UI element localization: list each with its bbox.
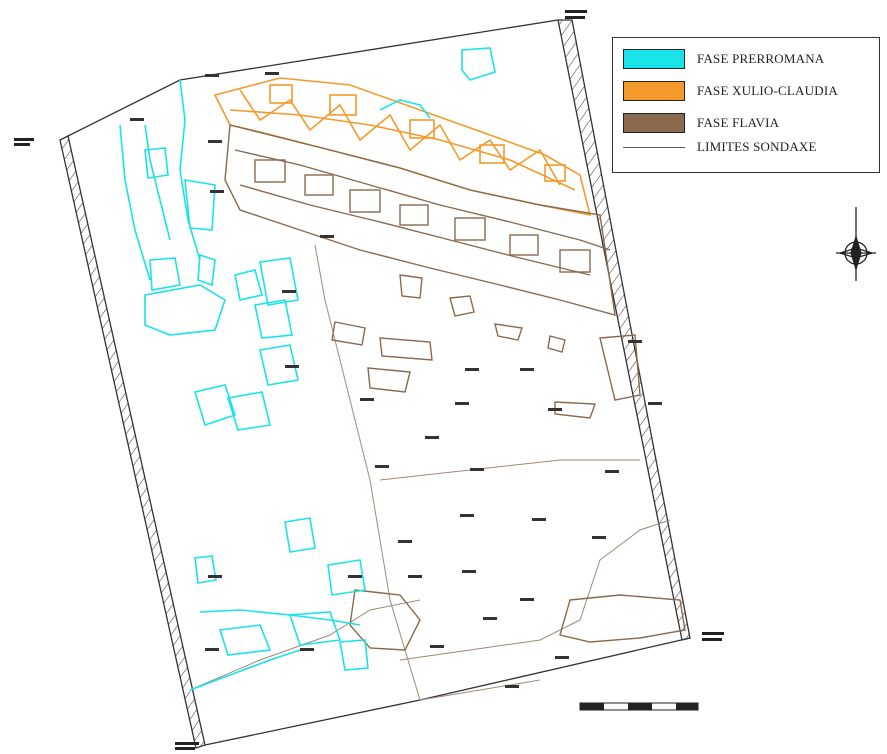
scale-bar [579,702,699,711]
trench-limits [189,244,671,701]
legend-label: FASE FLAVIA [697,115,780,130]
legend-label: FASE PRERROMANA [697,51,825,66]
compass-label: N [851,246,859,258]
legend-swatch-prerromana [623,49,685,69]
legend-label: FASE XULIO-CLAUDIA [697,83,838,98]
fase-flavia-structures [224,124,686,651]
legend-item-xulio-claudia: FASE XULIO-CLAUDIA [623,80,838,102]
map-legend: FASE PRERROMANA FASE XULIO-CLAUDIA FASE … [612,37,880,173]
legend-item-limites: LIMITES SONDAXE [623,136,817,158]
legend-swatch-flavia [623,113,685,133]
legend-swatch-xulio-claudia [623,81,685,101]
survey-points [130,72,662,688]
site-boundary [59,19,691,749]
legend-line-limites [623,146,685,148]
legend-item-prerromana: FASE PRERROMANA [623,48,824,70]
legend-label: LIMITES SONDAXE [697,139,817,154]
fase-prerromana-structures [119,47,496,691]
corner-markers [14,10,724,750]
legend-item-flavia: FASE FLAVIA [623,112,779,134]
north-arrow-icon [836,207,876,281]
